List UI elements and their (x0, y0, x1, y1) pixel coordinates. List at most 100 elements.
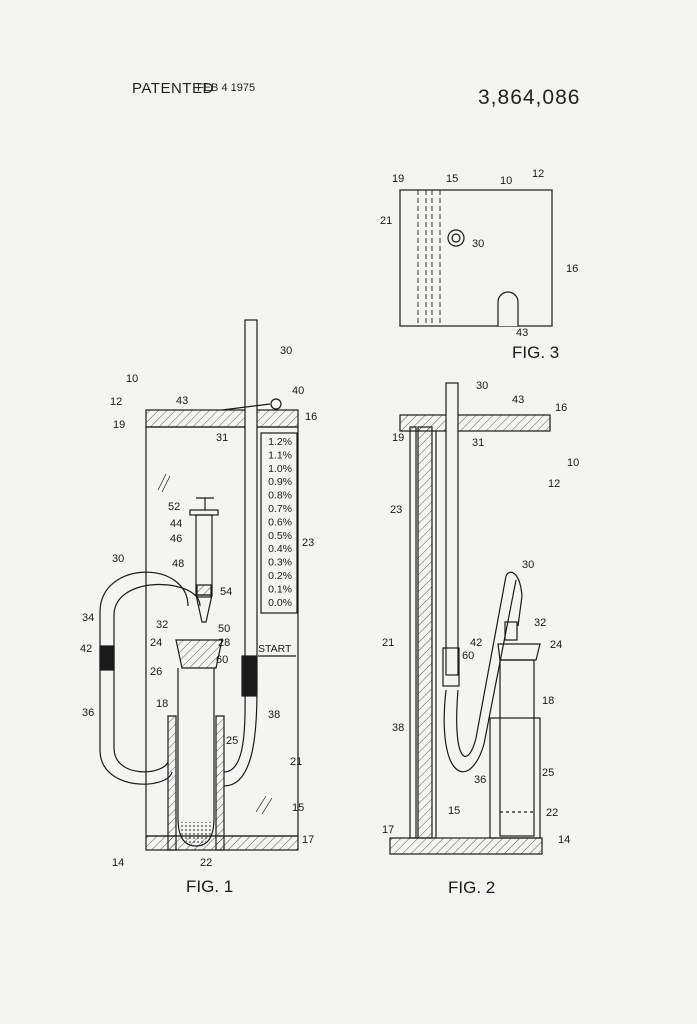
fig2-ref-15: 15 (448, 805, 460, 817)
fig1-ref-36: 36 (82, 707, 94, 719)
fig1-ref-32: 32 (156, 619, 168, 631)
fig2-drawing (389, 382, 551, 855)
fig2-ref-10: 10 (567, 457, 579, 469)
fig2-stopper (497, 643, 541, 661)
fig2-ref-32: 32 (534, 617, 546, 629)
fig2-ref-25: 25 (542, 767, 554, 779)
scale-mark: 0.2% (268, 570, 292, 582)
fig1-ref-26: 26 (150, 666, 162, 678)
fig1-ref-18: 18 (156, 698, 168, 710)
fig1-caption: FIG. 1 (186, 877, 233, 896)
fig2-ref-30: 30 (522, 559, 534, 571)
fig3-drawing (399, 189, 553, 327)
fig1-ref-14: 14 (112, 857, 124, 869)
fig3-ref-30: 30 (472, 238, 484, 250)
fig3-caption: FIG. 3 (512, 343, 559, 362)
fig2-ref-42: 42 (470, 637, 482, 649)
fig1-ref-23: 23 (302, 537, 314, 549)
scale-mark: 0.8% (268, 490, 292, 502)
fig1-ref-43: 43 (176, 395, 188, 407)
patent-date: FEB 4 1975 (197, 82, 256, 94)
fig1-ref-25: 25 (226, 735, 238, 747)
fig1-ref-22: 22 (200, 857, 212, 869)
fig2-back-wall (417, 426, 433, 839)
scale-mark: 0.5% (268, 530, 292, 542)
fig3-ref-10: 10 (500, 175, 512, 187)
fig3-ref-43: 43 (516, 327, 528, 339)
fig1-scale-column (260, 432, 298, 614)
fig1-ref-31: 31 (216, 432, 228, 444)
fig1-top-plate (145, 409, 299, 428)
fig2-caption: FIG. 2 (448, 878, 495, 897)
fig1-ref-28: 28 (218, 637, 230, 649)
fig2-top-plate (399, 414, 551, 432)
fig2-ref-31: 31 (472, 437, 484, 449)
scale-mark: 0.1% (268, 583, 292, 595)
fig1-ref-40: 40 (292, 385, 304, 397)
fig3-ref-15: 15 (446, 173, 458, 185)
fig2-ref-18: 18 (542, 695, 554, 707)
fig1-ref-34: 34 (82, 612, 94, 624)
fig3-ref-19: 19 (392, 173, 404, 185)
fig3-ref-12: 12 (532, 168, 544, 180)
fig1-loop-hose (99, 571, 189, 785)
fig3-ref-21: 21 (380, 215, 392, 227)
fig2-ref-16: 16 (555, 402, 567, 414)
scale-mark: 1.0% (268, 463, 292, 475)
fig2-ref-21: 21 (382, 637, 394, 649)
scale-mark: 0.0% (268, 597, 292, 609)
scale-mark: 0.6% (268, 516, 292, 528)
fig2-test-tube (499, 659, 535, 837)
fig1-ref-24: 24 (150, 637, 162, 649)
scale-mark: 0.7% (268, 503, 292, 515)
fig3-notch (497, 291, 519, 326)
fig2-ref-22: 22 (546, 807, 558, 819)
scale-mark: 0.3% (268, 557, 292, 569)
patent-number: 3,864,086 (478, 86, 581, 109)
fig2-ref-60: 60 (462, 650, 474, 662)
fig1-ref-38: 38 (268, 709, 280, 721)
fig2-ref-43: 43 (512, 394, 524, 406)
fig2-upright-tube (445, 382, 459, 676)
fig1-ref-52: 52 (168, 501, 180, 513)
fig2-ref-36: 36 (474, 774, 486, 786)
fig2-base-plate (389, 837, 543, 855)
fig2-ref-30: 30 (476, 380, 488, 392)
fig3-ref-16: 16 (566, 263, 578, 275)
fig2-loop-hose (443, 579, 517, 773)
fig3-top-view-plate (399, 189, 553, 327)
fig1-ref-16: 16 (305, 411, 317, 423)
fig2-ref-14: 14 (558, 834, 570, 846)
fig1-test-tube (177, 668, 215, 847)
fig1-ref-15: 15 (292, 802, 304, 814)
fig2-ref-23: 23 (390, 504, 402, 516)
scale-mark: 0.4% (268, 543, 292, 555)
patented-label: PATENTED (132, 80, 214, 97)
fig1-ref-50: 50 (218, 623, 230, 635)
fig1-syringe (189, 497, 219, 623)
fig1-ref-10: 10 (126, 373, 138, 385)
fig1-ref-30: 30 (280, 345, 292, 357)
fig1-outer-sleeve (167, 715, 177, 851)
fig2-ref-17: 17 (382, 824, 394, 836)
fig1-drawing (99, 319, 299, 851)
scale-mark: 0.9% (268, 476, 292, 488)
fig2-ref-12: 12 (548, 478, 560, 490)
labels-layer: 1.2%1.1% 1.0%0.9% 0.8%0.7%0.6% 0.5%0.4% 0.3%… (80, 168, 579, 897)
fig2-ref-38: 38 (392, 722, 404, 734)
scale-mark: 1.2% (268, 436, 292, 448)
fig1-ref-44: 44 (170, 518, 182, 530)
fig1-upright-tube (244, 319, 258, 677)
fig1-stopper (175, 639, 223, 669)
fig3-tube-hole (447, 229, 465, 247)
fig1-ref-30: 30 (112, 553, 124, 565)
scale-mark: 1.1% (268, 449, 292, 461)
fig1-ref-48: 48 (172, 558, 184, 570)
fig2-ref-24: 24 (550, 639, 562, 651)
fig1-ref-19: 19 (113, 419, 125, 431)
fig1-ref-42: 42 (80, 643, 92, 655)
start-label: START (258, 643, 292, 655)
fig1-ref-12: 12 (110, 396, 122, 408)
